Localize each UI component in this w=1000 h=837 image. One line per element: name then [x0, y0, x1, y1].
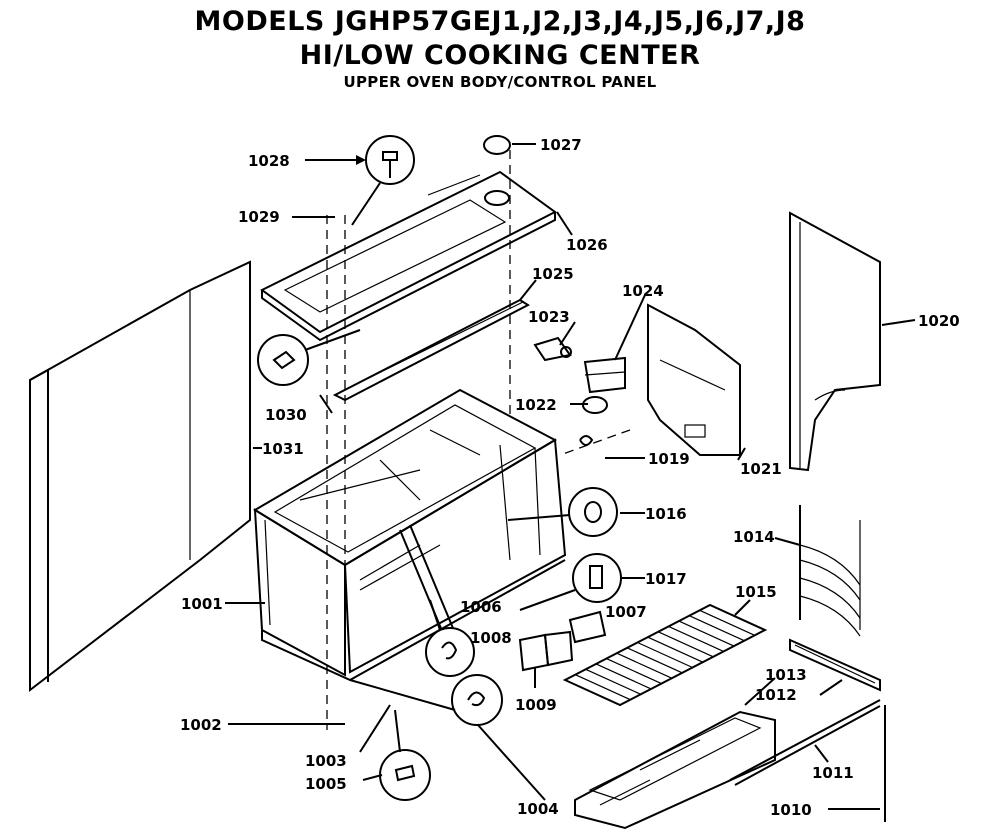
callout-part-1017 [519, 553, 622, 611]
label-1013: 1013 [765, 666, 807, 684]
grille-slat [606, 658, 662, 685]
label-1029: 1029 [238, 208, 280, 226]
models-title: MODELS JGHP57GEJ1,J2,J3,J4,J5,J6,J7,J8 [194, 6, 806, 37]
grille-slat [689, 615, 745, 642]
grille-slat [595, 663, 652, 690]
callout-clip-1030 [257, 329, 361, 386]
callout-part-1016 [507, 487, 618, 537]
label-1026: 1026 [566, 236, 608, 254]
grille-slat [637, 641, 693, 669]
grille-slat [657, 631, 714, 658]
side-panel-1031 [29, 260, 251, 693]
rail-1012 [789, 638, 881, 692]
label-1025: 1025 [532, 265, 574, 283]
label-1005: 1005 [305, 775, 347, 793]
label-1004: 1004 [517, 800, 559, 818]
callout-screw-1005 [379, 709, 431, 801]
bracket-1024 [583, 356, 626, 394]
oven-body-1001 [253, 388, 567, 682]
label-1014: 1014 [733, 528, 775, 546]
label-1012: 1012 [755, 686, 797, 704]
label-1030: 1030 [265, 406, 307, 424]
label-1001: 1001 [181, 595, 223, 613]
section-title: UPPER OVEN BODY/CONTROL PANEL [343, 73, 657, 91]
label-1019: 1019 [648, 450, 690, 468]
grille-slat [616, 652, 673, 679]
grille-slat [699, 609, 755, 636]
grille-slat [647, 636, 704, 663]
grille-slat [585, 668, 641, 695]
label-1017: 1017 [645, 570, 687, 588]
label-1002: 1002 [180, 716, 222, 734]
callout-screw-1028 [351, 135, 415, 226]
vent-grille-1015 [562, 603, 768, 707]
clip-1019 [579, 435, 594, 446]
control-panel-1013 [574, 710, 776, 830]
label-1011: 1011 [812, 764, 854, 782]
label-1027: 1027 [540, 136, 582, 154]
trim-strip-1025 [332, 298, 531, 402]
label-1031: 1031 [262, 440, 304, 458]
back-panel-1020 [789, 211, 881, 472]
grille-slat [626, 647, 683, 674]
label-1028: 1028 [248, 152, 290, 170]
switch-1023 [533, 336, 572, 362]
grille-slat [678, 620, 735, 647]
label-1006: 1006 [460, 598, 502, 616]
label-1008: 1008 [470, 629, 512, 647]
leader-lines [225, 143, 916, 810]
trim-1011 [729, 699, 881, 786]
label-1020: 1020 [918, 312, 960, 330]
label-1023: 1023 [528, 308, 570, 326]
grille-slat [668, 625, 724, 652]
top-cover-1026 [260, 170, 557, 342]
label-1021: 1021 [740, 460, 782, 478]
label-1003: 1003 [305, 752, 347, 770]
label-1010: 1010 [770, 801, 812, 819]
bracket-1007 [568, 610, 607, 644]
grille-slat [575, 674, 631, 701]
knob-1027 [483, 135, 511, 206]
control-board-1021 [647, 303, 741, 456]
callout-part-1006 [425, 599, 475, 677]
label-1022: 1022 [515, 396, 557, 414]
bracket-1009 [518, 630, 574, 672]
label-1024: 1024 [622, 282, 664, 300]
guide-lines [326, 150, 631, 730]
callout-part-1004 [349, 674, 503, 726]
product-title: HI/LOW COOKING CENTER [299, 40, 701, 71]
label-1015: 1015 [735, 583, 777, 601]
label-1016: 1016 [645, 505, 687, 523]
clips-1014 [799, 505, 861, 637]
label-1009: 1009 [515, 696, 557, 714]
part-labels: 1028 1029 1027 1026 1025 1024 1023 1020 … [180, 136, 960, 819]
label-1007: 1007 [605, 603, 647, 621]
